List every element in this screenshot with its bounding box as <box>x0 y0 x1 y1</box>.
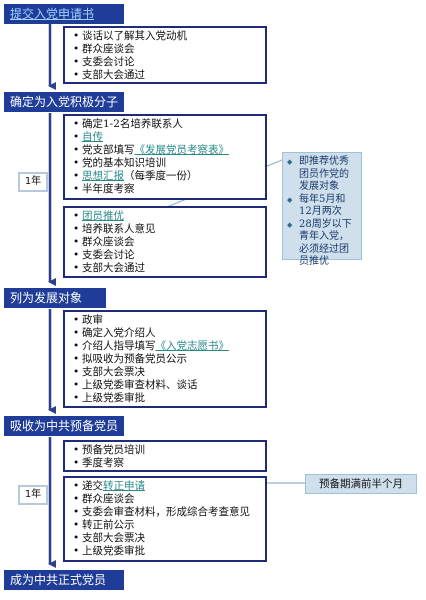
step-item: 党支部填写《发展党员考察表》 <box>73 144 261 157</box>
step-item: 支委会讨论 <box>73 56 261 69</box>
steps-box-activist-training: 确定1-2名培养联系人 自传 党支部填写《发展党员考察表》 党的基本知识培训 思… <box>63 114 267 200</box>
step-item: 自传 <box>73 131 261 144</box>
league-recommendation-link[interactable]: 团员推优 <box>82 210 124 222</box>
stage-submit-application[interactable]: 提交入党申请书 <box>4 4 124 24</box>
step-item: 确定1-2名培养联系人 <box>73 118 261 131</box>
step-item: 培养联系人意见 <box>73 223 261 236</box>
step-item: 上级党委审查材料、谈话 <box>73 379 261 392</box>
step-item: 支部大会票决 <box>73 366 261 379</box>
step-item: 介绍人指导填写《入党志愿书》 <box>73 340 261 353</box>
steps-box-probation-training: 预备党员培训 季度考察 <box>63 440 267 472</box>
callout-item: 每年5月和12月两次 <box>287 194 357 219</box>
step-item: 季度考察 <box>73 457 261 470</box>
confirmation-application-link[interactable]: 转正申请 <box>103 480 145 492</box>
step-item: 支委会审查材料，形成综合考查意见 <box>73 506 261 519</box>
step-item: 支委会讨论 <box>73 249 261 262</box>
steps-box-application: 谈话以了解其入党动机 群众座谈会 支委会讨论 支部大会通过 <box>63 26 267 84</box>
step-item: 预备党员培训 <box>73 444 261 457</box>
callout-item: 即推荐优秀团员作党的发展对象 <box>287 156 357 194</box>
step-item: 政审 <box>73 314 261 327</box>
step-item: 转正前公示 <box>73 519 261 532</box>
step-item: 上级党委审批 <box>73 545 261 558</box>
callout-confirmation-timing: 预备期满前半个月 <box>305 474 417 494</box>
step-item: 上级党委审批 <box>73 392 261 405</box>
application-form-link[interactable]: 《入党志愿书》 <box>155 340 230 352</box>
autobiography-link[interactable]: 自传 <box>82 131 103 143</box>
steps-box-development: 政审 确定入党介绍人 介绍人指导填写《入党志愿书》 拟吸收为预备党员公示 支部大… <box>63 310 267 408</box>
step-item: 拟吸收为预备党员公示 <box>73 353 261 366</box>
stage-probationary-member: 吸收为中共预备党员 <box>4 416 124 436</box>
assessment-form-link[interactable]: 《发展党员考察表》 <box>134 144 230 156</box>
step-item: 思想汇报（每季度一份） <box>73 170 261 183</box>
callout-item: 28周岁以下青年入党，必须经过团员推优 <box>287 219 357 269</box>
step-item: 半年度考察 <box>73 183 261 196</box>
step-item: 群众座谈会 <box>73 43 261 56</box>
step-item: 群众座谈会 <box>73 236 261 249</box>
callout-league-recommendation: 即推荐优秀团员作党的发展对象 每年5月和12月两次 28周岁以下青年入党，必须经… <box>282 152 362 267</box>
step-item: 确定入党介绍人 <box>73 327 261 340</box>
year-label-probation: 1年 <box>18 485 48 505</box>
stage-activist: 确定为入党积极分子 <box>4 92 124 112</box>
step-item: 群众座谈会 <box>73 493 261 506</box>
steps-box-recommendation: 团员推优 培养联系人意见 群众座谈会 支委会讨论 支部大会通过 <box>63 206 267 278</box>
step-item: 团员推优 <box>73 210 261 223</box>
steps-box-confirmation: 递交转正申请 群众座谈会 支委会审查材料，形成综合考查意见 转正前公示 支部大会… <box>63 476 267 562</box>
step-item: 支部大会票决 <box>73 532 261 545</box>
step-item: 支部大会通过 <box>73 69 261 82</box>
year-label-activist: 1年 <box>18 172 48 192</box>
thought-report-link[interactable]: 思想汇报 <box>82 170 124 182</box>
stage-development-target: 列为发展对象 <box>4 288 106 308</box>
step-item: 谈话以了解其入党动机 <box>73 30 261 43</box>
stage-full-member: 成为中共正式党员 <box>4 570 124 590</box>
step-item: 递交转正申请 <box>73 480 261 493</box>
step-item: 党的基本知识培训 <box>73 157 261 170</box>
step-item: 支部大会通过 <box>73 262 261 275</box>
